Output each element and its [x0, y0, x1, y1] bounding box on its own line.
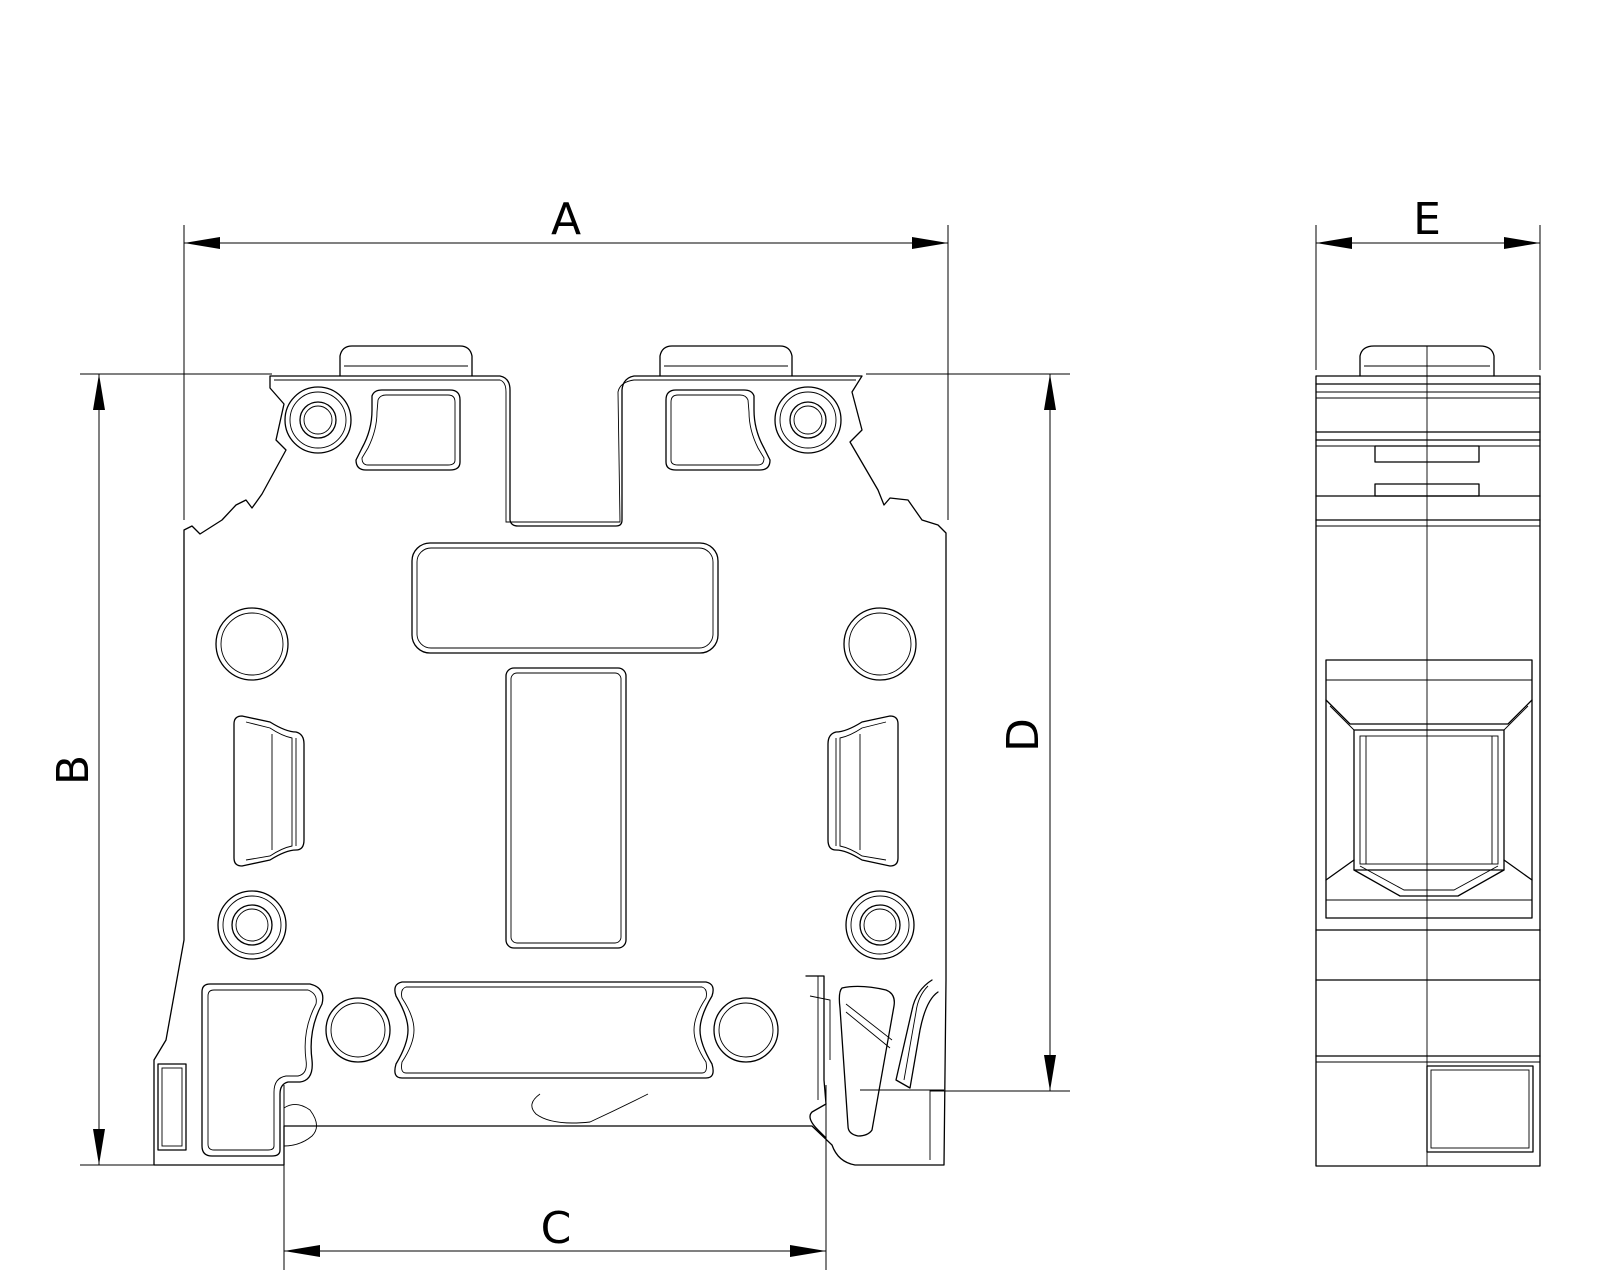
dimension-e: E — [1315, 194, 1541, 370]
latch-right — [805, 975, 827, 1139]
side-square-opening — [1353, 729, 1505, 871]
side-body — [1315, 375, 1541, 1167]
dimension-d: D — [866, 373, 1070, 1092]
side-view — [1315, 345, 1541, 1167]
top-window-right — [665, 389, 771, 471]
hole-mid-left — [215, 607, 289, 681]
bottom-slot — [394, 981, 714, 1079]
latch-spring — [895, 979, 939, 1089]
screw-hole-lower-left — [217, 890, 287, 960]
side-window-right — [827, 715, 899, 867]
screw-hole-lower-right — [845, 890, 915, 960]
dimension-b: B — [48, 373, 272, 1166]
side-bottom-clip — [1426, 1065, 1534, 1153]
dimension-label-d: D — [998, 718, 1049, 752]
din-rail — [531, 1093, 649, 1124]
center-window-vertical — [505, 667, 627, 949]
top-tab-right — [659, 345, 793, 377]
clip-left — [157, 1063, 187, 1151]
body-outline — [153, 375, 947, 1166]
hook-left — [201, 983, 324, 1157]
dimension-label-b: B — [48, 755, 99, 785]
front-view — [153, 345, 947, 1166]
screw-hole-top-right — [774, 386, 842, 454]
side-window-left — [233, 715, 305, 867]
screw-hole-top-left — [284, 386, 352, 454]
hole-bottom-right — [713, 997, 779, 1063]
dimension-label-e: E — [1413, 194, 1441, 245]
dimension-label-a: A — [551, 194, 581, 245]
hole-mid-right — [843, 607, 917, 681]
hole-bottom-left — [325, 997, 391, 1063]
dimension-c: C — [283, 1085, 827, 1270]
top-window-left — [355, 389, 461, 471]
dimension-label-c: C — [541, 1203, 572, 1254]
latch-tongue — [838, 985, 895, 1137]
top-tab-left — [339, 345, 473, 377]
dimension-a: A — [183, 194, 949, 520]
center-window-horizontal — [411, 542, 719, 654]
side-cable-entry — [1325, 659, 1533, 919]
